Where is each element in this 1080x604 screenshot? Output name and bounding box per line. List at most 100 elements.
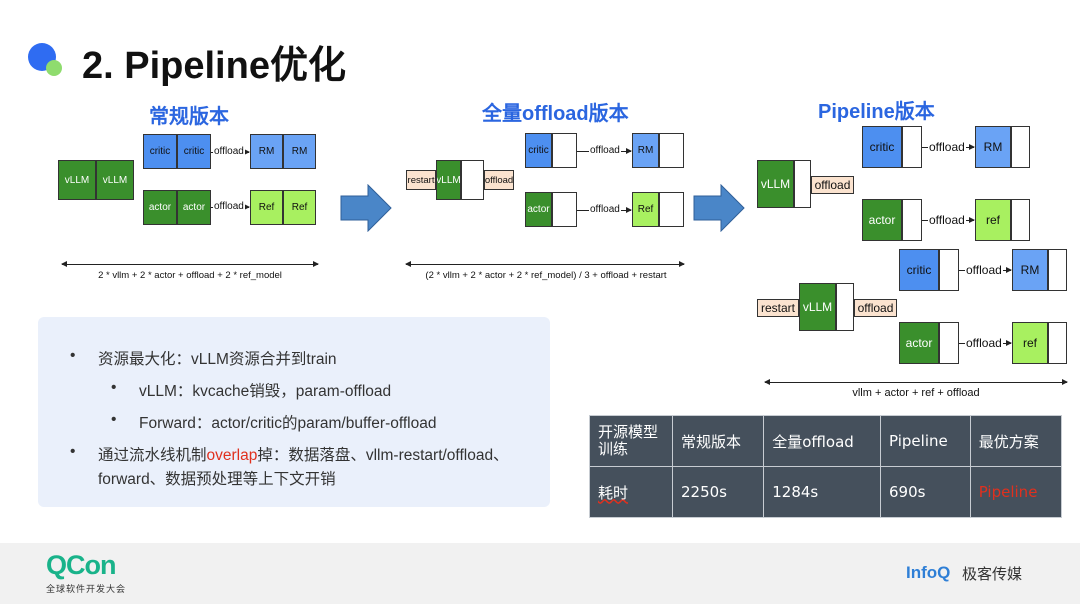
offload-label: offload — [928, 213, 966, 227]
restart-box: restart — [757, 299, 799, 317]
vllm-box: vLLM — [757, 160, 794, 208]
bullet-marker-icon: • — [70, 347, 76, 364]
ref-box: ref — [975, 199, 1011, 241]
offload-box: offload — [854, 299, 897, 317]
empty-slot — [659, 192, 684, 227]
empty-slot — [939, 322, 959, 364]
results-table: 开源模型训练 常规版本 全量offload Pipeline 最优方案 耗时 2… — [589, 415, 1063, 518]
bullet-text: 掉：数据落盘、vllm-restart/offload、 — [257, 447, 509, 464]
critic-box: critic — [899, 249, 939, 291]
table-header-cell: 开源模型训练 — [589, 415, 673, 467]
critic-box: critic — [862, 126, 902, 168]
vllm-box: vLLM — [436, 160, 461, 200]
offload-label: offload — [213, 201, 245, 213]
empty-slot — [836, 283, 854, 331]
cost-formula: (2 * vllm + 2 * actor + 2 * ref_model) /… — [425, 270, 667, 281]
table-cell: 耗时 — [589, 466, 673, 518]
empty-slot — [939, 249, 959, 291]
bullet-highlight: overlap — [206, 447, 258, 464]
bullet-marker-icon: • — [70, 443, 76, 460]
ref-box: Ref — [283, 190, 316, 225]
actor-box: actor — [525, 192, 552, 227]
empty-slot — [461, 160, 484, 200]
restart-box: restart — [406, 170, 436, 190]
offload-label: offload — [965, 263, 1003, 277]
critic-box: critic — [525, 133, 552, 168]
empty-slot — [552, 133, 577, 168]
qcon-tagline: 全球软件开发大会 — [46, 584, 127, 594]
bullet-text: 通过流水线机制 — [98, 447, 207, 464]
table-header-cell: Pipeline — [880, 415, 971, 467]
actor-box: actor — [862, 199, 902, 241]
footer-bar — [0, 543, 1080, 604]
empty-slot — [1011, 126, 1030, 168]
offload-label: offload — [589, 204, 621, 216]
section-title-regular: 常规版本 — [149, 106, 229, 128]
ref-box: Ref — [632, 192, 659, 227]
bullet-marker-icon: • — [111, 411, 117, 428]
table-header-cell: 常规版本 — [671, 415, 765, 467]
rm-box: RM — [975, 126, 1011, 168]
infoq-logo: InfoQ — [906, 563, 951, 582]
slide-title: 2. Pipeline优化 — [82, 45, 346, 87]
offload-label: offload — [213, 146, 245, 158]
bullet-item: • 通过流水线机制overlap掉：数据落盘、vllm-restart/offl… — [70, 443, 509, 465]
offload-label: offload — [965, 336, 1003, 350]
empty-slot — [1048, 249, 1067, 291]
title-dot-accent-icon — [46, 60, 62, 76]
bullet-text: 资源最大化：vLLM资源合并到train — [98, 351, 337, 368]
table-cell: 2250s — [671, 466, 765, 518]
offload-label: offload — [928, 140, 966, 154]
offload-box: offload — [484, 170, 514, 190]
vllm-box: vLLM — [96, 160, 134, 200]
rm-box: RM — [1012, 249, 1048, 291]
bullet-text: Forward：actor/critic的param/buffer-offloa… — [139, 415, 437, 432]
bullet-text: vLLM：kvcache销毁，param-offload — [139, 383, 392, 400]
table-cell: 1284s — [763, 466, 882, 518]
critic-box: critic — [143, 134, 177, 169]
span-dimension-line — [405, 261, 685, 267]
actor-box: actor — [899, 322, 939, 364]
transition-arrow-icon — [693, 184, 745, 232]
offload-label: offload — [589, 145, 621, 157]
actor-box: actor — [177, 190, 211, 225]
vllm-box: vLLM — [799, 283, 836, 331]
ref-box: ref — [1012, 322, 1048, 364]
span-dimension-line — [764, 379, 1068, 385]
summary-panel — [38, 317, 550, 507]
empty-slot — [1048, 322, 1067, 364]
empty-slot — [794, 160, 811, 208]
empty-slot — [1011, 199, 1030, 241]
rm-box: RM — [250, 134, 283, 169]
qcon-logo: QCon — [46, 550, 116, 580]
critic-box: critic — [177, 134, 211, 169]
table-header-cell: 最优方案 — [969, 415, 1063, 467]
section-title-full-offload: 全量offload版本 — [482, 103, 629, 125]
cost-formula: 2 * vllm + 2 * actor + offload + 2 * ref… — [98, 270, 282, 281]
offload-box: offload — [811, 176, 854, 194]
bullet-marker-icon: • — [111, 379, 117, 396]
table-row: 开源模型训练 常规版本 全量offload Pipeline 最优方案 — [589, 415, 1063, 467]
rm-box: RM — [283, 134, 316, 169]
empty-slot — [902, 126, 922, 168]
table-cell-best: Pipeline — [969, 466, 1063, 518]
bullet-item: • vLLM：kvcache销毁，param-offload — [111, 379, 392, 401]
actor-box: actor — [143, 190, 177, 225]
vllm-box: vLLM — [58, 160, 96, 200]
table-cell: 690s — [880, 466, 971, 518]
empty-slot — [659, 133, 684, 168]
span-dimension-line — [61, 261, 319, 267]
table-row: 耗时 2250s 1284s 690s Pipeline — [589, 466, 1063, 518]
bullet-item: • Forward：actor/critic的param/buffer-offl… — [111, 411, 437, 433]
bullet-item: • 资源最大化：vLLM资源合并到train — [70, 347, 337, 369]
table-header-cell: 全量offload — [763, 415, 882, 467]
ref-box: Ref — [250, 190, 283, 225]
cost-formula: vllm + actor + ref + offload — [852, 387, 980, 399]
empty-slot — [552, 192, 577, 227]
transition-arrow-icon — [340, 184, 392, 232]
empty-slot — [902, 199, 922, 241]
infoq-tagline: 极客传媒 — [962, 566, 1023, 583]
bullet-continuation: forward、数据预处理等上下文开销 — [98, 471, 336, 488]
section-title-pipeline: Pipeline版本 — [818, 101, 935, 123]
rm-box: RM — [632, 133, 659, 168]
